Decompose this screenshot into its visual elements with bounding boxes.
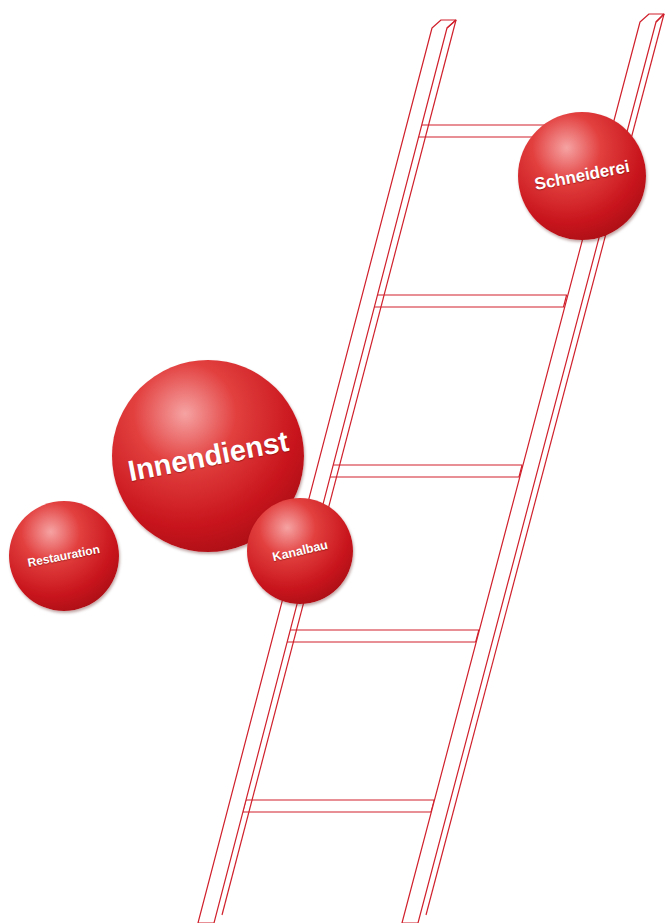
ladder-rail [402, 14, 664, 923]
sphere-label: Schneiderei [533, 157, 631, 195]
sphere-node: Restauration [9, 501, 119, 611]
ladder-rung [373, 295, 566, 307]
sphere-label: Kanalbau [271, 538, 329, 564]
sphere-label: Innendienst [125, 424, 291, 487]
ladder-rung [287, 630, 479, 642]
ladder-rail-edge [426, 14, 664, 915]
ladder-rung [329, 465, 522, 477]
ladder-rung [243, 800, 435, 812]
sphere-label: Restauration [27, 542, 102, 570]
sphere-node: Kanalbau [247, 498, 353, 604]
sphere-node: Schneiderei [518, 112, 646, 240]
